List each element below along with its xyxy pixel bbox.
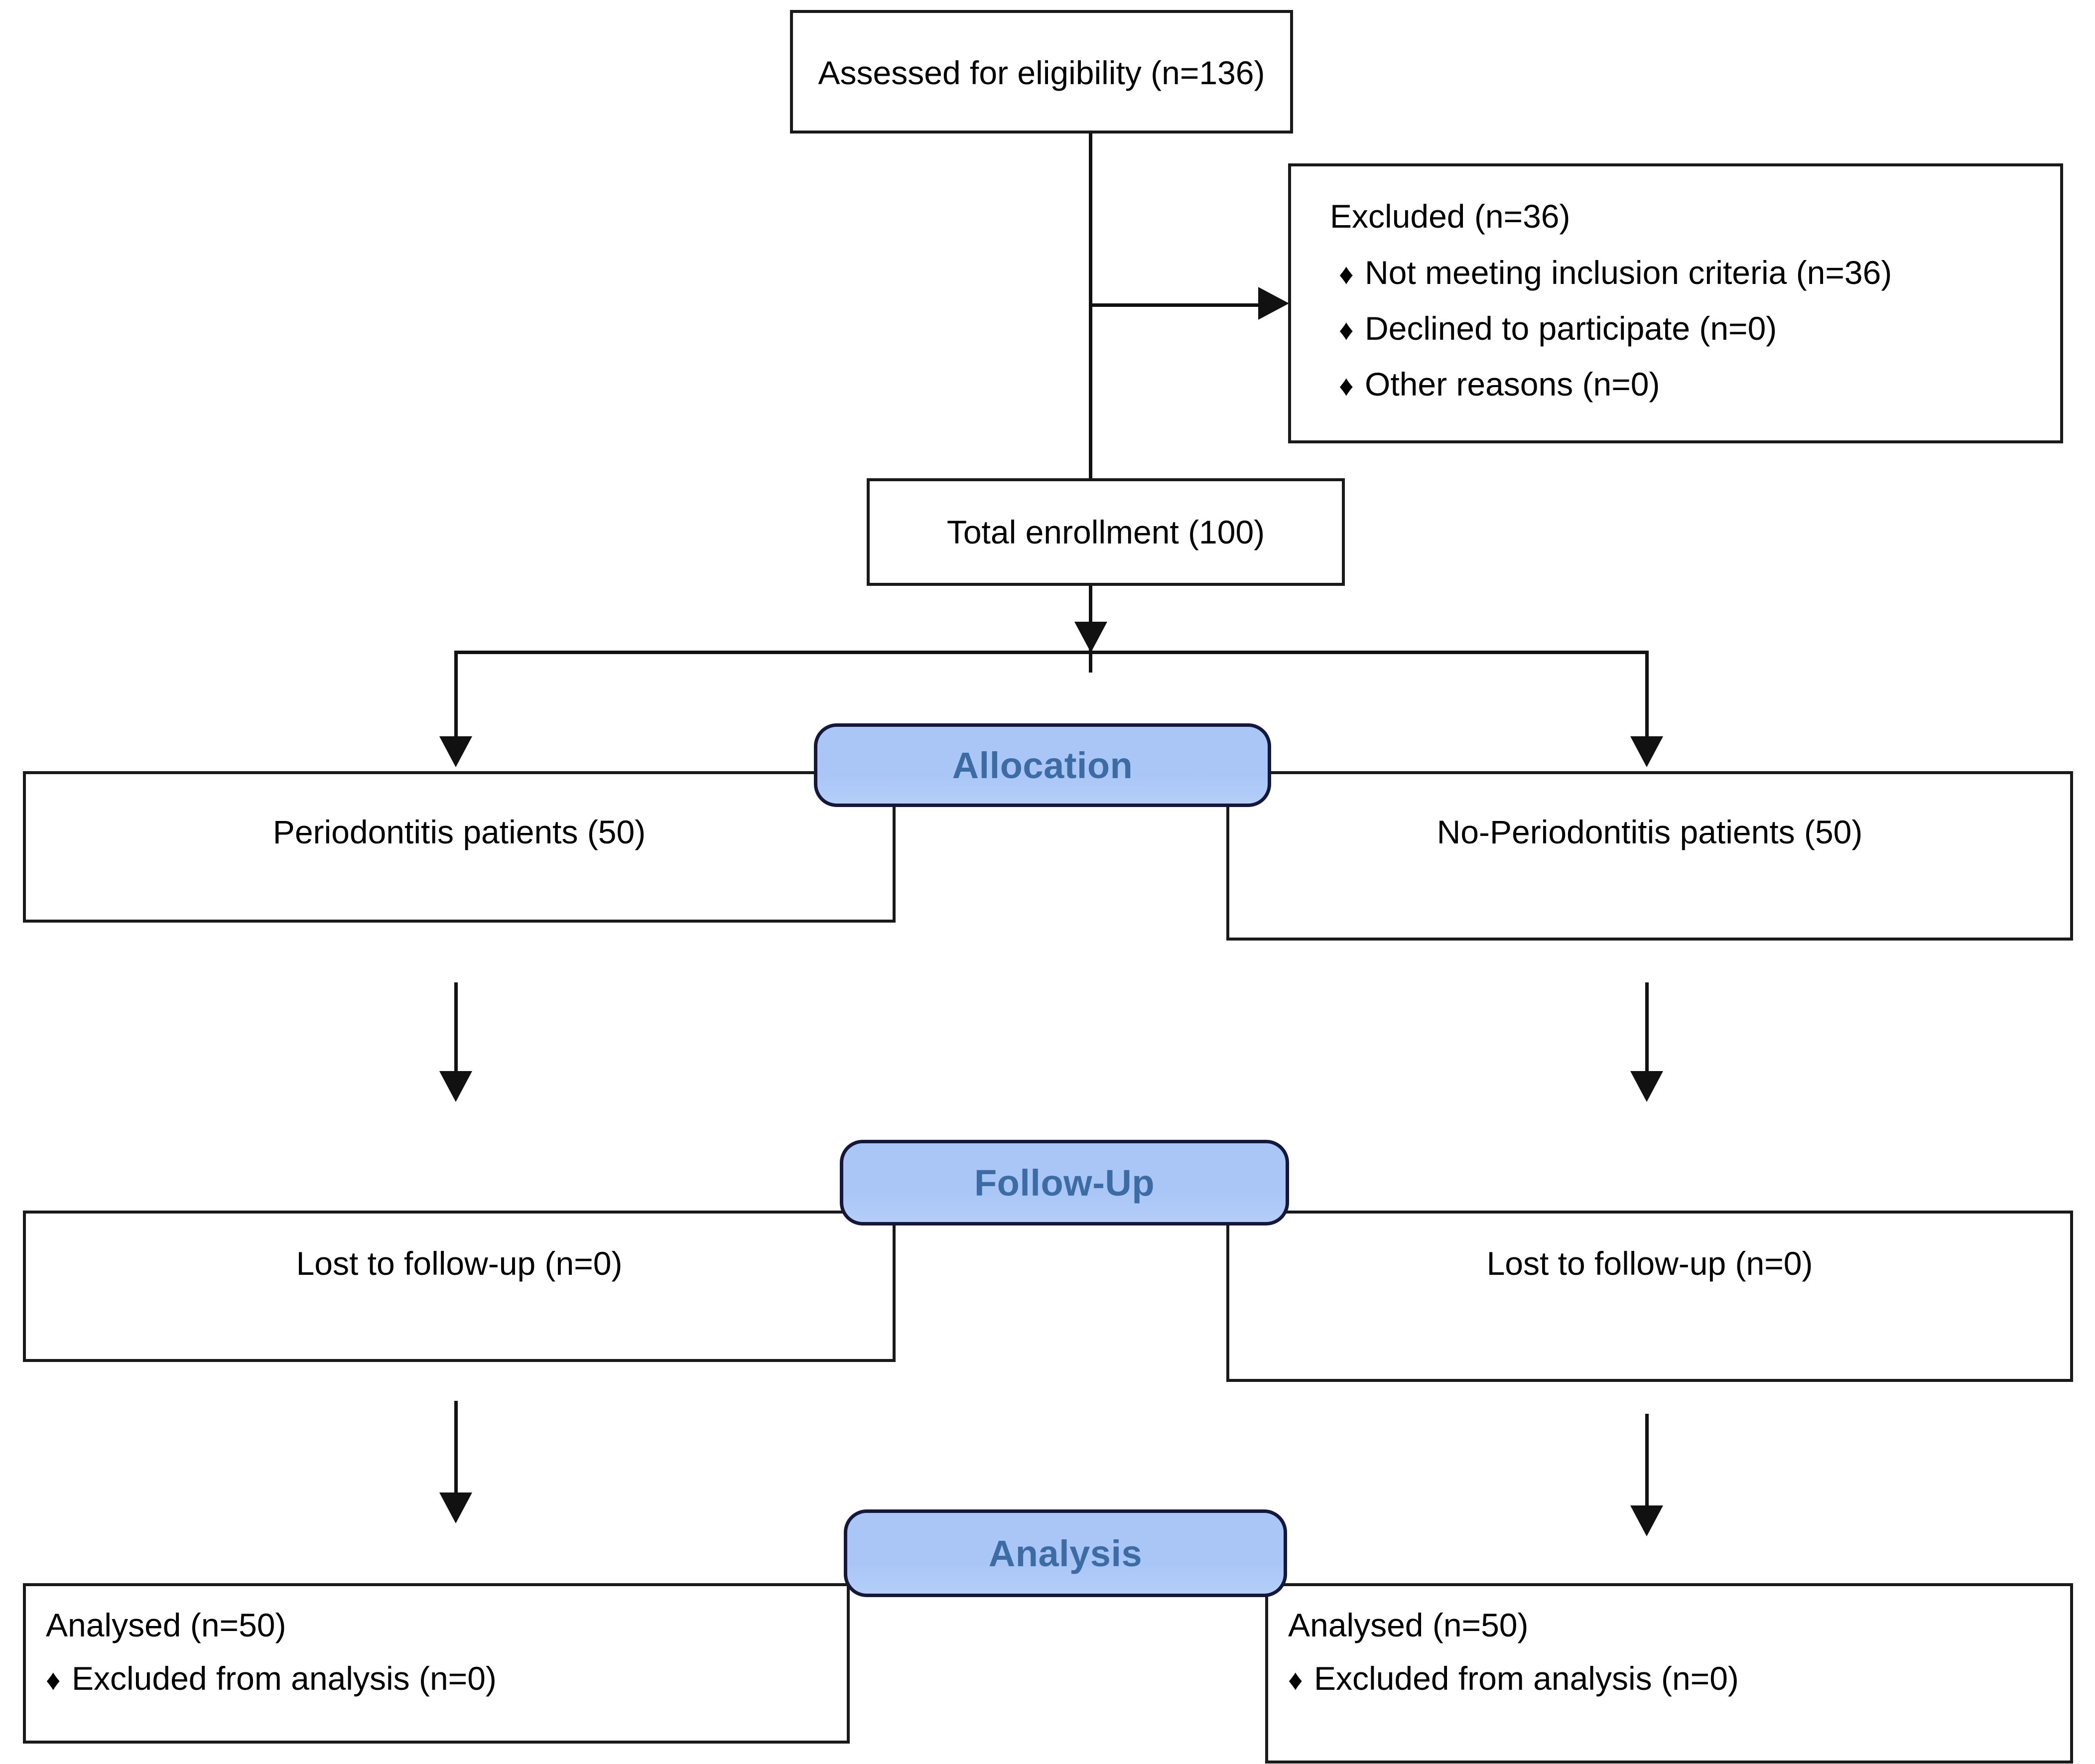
analysis-right-heading: Analysed (n=50) xyxy=(1288,1607,1529,1643)
connector-eligibility-to-excluded xyxy=(1091,303,1260,307)
box-followup-right: Lost to follow-up (n=0) xyxy=(1226,1211,2073,1382)
excluded-reason-1: ♦ Declined to participate (n=0) xyxy=(1339,312,1777,345)
stage-banner-analysis: Analysis xyxy=(844,1509,1287,1597)
bullet-diamond-icon: ♦ xyxy=(46,1664,61,1696)
arrow-to-allocation-right xyxy=(1630,736,1663,767)
followup-left-label: Lost to follow-up (n=0) xyxy=(296,1245,623,1282)
split-bar-allocation xyxy=(454,651,1649,654)
stage-banner-allocation: Allocation xyxy=(814,723,1271,807)
connector-followup-right-to-analysis xyxy=(1645,1414,1649,1511)
box-analysis-left: Analysed (n=50) ♦ Excluded from analysis … xyxy=(23,1583,850,1744)
excluded-reason-0-label: Not meeting inclusion criteria (n=36) xyxy=(1365,254,1892,291)
box-total-enrollment: Total enrollment (100) xyxy=(867,478,1345,586)
excluded-reason-2: ♦ Other reasons (n=0) xyxy=(1339,368,1660,401)
bullet-diamond-icon: ♦ xyxy=(1288,1664,1303,1696)
box-assessed-for-eligibility: Assessed for eligibility (n=136) xyxy=(790,10,1293,134)
analysis-right-bullet-label: Excluded from analysis (n=0) xyxy=(1314,1660,1739,1697)
bullet-diamond-icon: ♦ xyxy=(1339,370,1354,402)
arrow-to-followup-left xyxy=(439,1071,472,1102)
analysis-left-bullet: ♦ Excluded from analysis (n=0) xyxy=(46,1662,497,1695)
excluded-reason-0: ♦ Not meeting inclusion criteria (n=36) xyxy=(1339,256,1892,289)
connector-allocation-left-to-followup xyxy=(454,982,458,1077)
analysis-left-heading: Analysed (n=50) xyxy=(46,1607,286,1643)
box-allocation-left: Periodontitis patients (50) xyxy=(23,771,896,923)
total-enrollment-label: Total enrollment (100) xyxy=(946,514,1265,550)
arrow-to-analysis-right xyxy=(1630,1505,1663,1536)
stage-label-analysis: Analysis xyxy=(988,1532,1143,1574)
stage-label-followup: Follow-Up xyxy=(974,1162,1155,1204)
connector-allocation-right-to-followup xyxy=(1645,982,1649,1077)
box-excluded: Excluded (n=36) ♦ Not meeting inclusion c… xyxy=(1288,163,2063,443)
assessed-for-eligibility-label: Assessed for eligibility (n=136) xyxy=(818,54,1265,91)
excluded-heading: Excluded (n=36) xyxy=(1330,198,1571,235)
connector-split-to-allocation-left xyxy=(454,651,458,761)
connector-eligibility-to-enrollment xyxy=(1089,131,1092,479)
bullet-diamond-icon: ♦ xyxy=(1339,258,1354,290)
analysis-right-bullet: ♦ Excluded from analysis (n=0) xyxy=(1288,1662,1739,1695)
excluded-reason-2-label: Other reasons (n=0) xyxy=(1365,366,1660,403)
arrow-enrollment-to-split xyxy=(1074,622,1107,653)
box-allocation-right: No-Periodontitis patients (50) xyxy=(1226,771,2073,941)
box-followup-left: Lost to follow-up (n=0) xyxy=(23,1211,896,1362)
excluded-reason-1-label: Declined to participate (n=0) xyxy=(1365,310,1777,347)
arrow-to-excluded xyxy=(1258,287,1289,320)
stage-label-allocation: Allocation xyxy=(952,744,1133,786)
connector-followup-left-to-analysis xyxy=(454,1401,458,1498)
allocation-left-label: Periodontitis patients (50) xyxy=(272,814,646,850)
arrow-to-followup-right xyxy=(1630,1071,1663,1102)
arrow-to-analysis-left xyxy=(439,1493,472,1523)
stage-banner-followup: Follow-Up xyxy=(840,1140,1289,1225)
arrow-to-allocation-left xyxy=(439,736,472,767)
box-analysis-right: Analysed (n=50) ♦ Excluded from analysis … xyxy=(1265,1583,2073,1764)
analysis-left-bullet-label: Excluded from analysis (n=0) xyxy=(72,1660,497,1697)
connector-split-to-allocation-right xyxy=(1645,651,1649,761)
bullet-diamond-icon: ♦ xyxy=(1339,314,1354,346)
allocation-right-label: No-Periodontitis patients (50) xyxy=(1437,814,1863,850)
followup-right-label: Lost to follow-up (n=0) xyxy=(1486,1245,1813,1282)
